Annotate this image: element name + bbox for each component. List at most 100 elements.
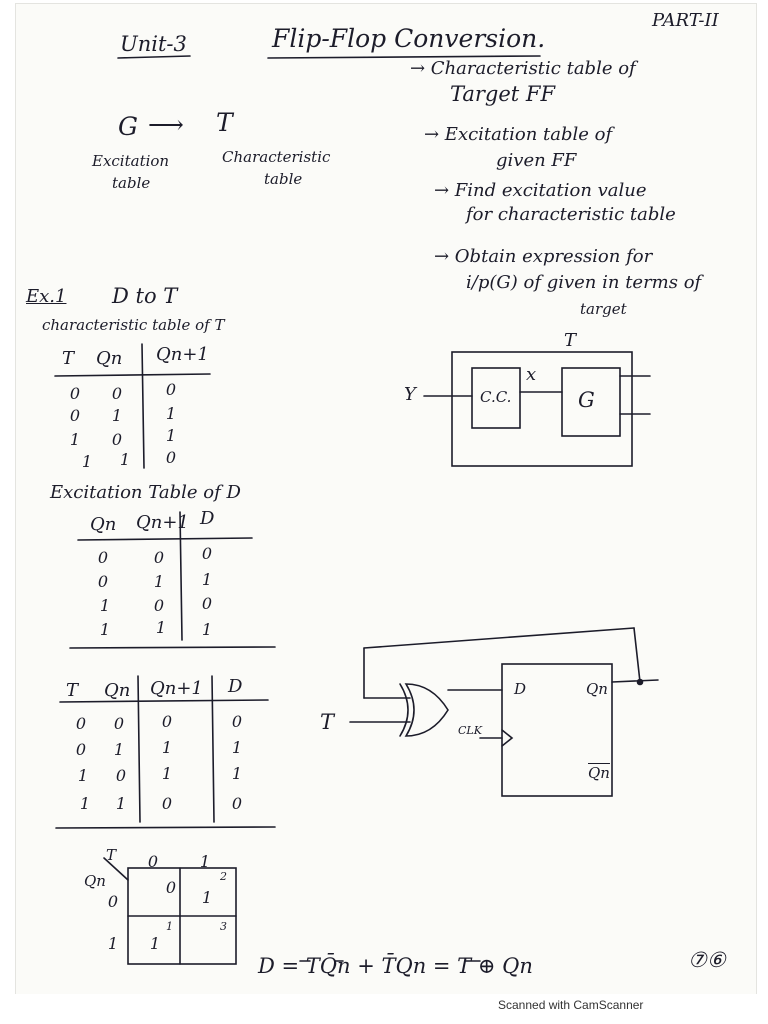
circuit-d-label: D — [514, 680, 527, 698]
feedback-top — [363, 627, 635, 649]
scanner-footer: Scanned with CamScanner — [0, 994, 768, 1024]
step-3-line-2: for characteristic table — [466, 204, 676, 225]
comb-r1-d: 1 — [231, 738, 243, 757]
comb-header-qn1: Qn+1 — [150, 678, 203, 699]
comb-r0-t: 0 — [75, 714, 87, 733]
char-r1-t: 0 — [69, 406, 81, 425]
char-r1-qn1: 1 — [165, 404, 177, 423]
step-1-line-2: Target FF — [450, 82, 556, 106]
exc-r3-d: 1 — [201, 620, 213, 639]
from-caption-2: table — [112, 174, 151, 192]
exc-table-vline — [179, 511, 183, 641]
to-caption-2: table — [264, 170, 303, 188]
comb-r1-qn: 1 — [113, 740, 125, 759]
xor-back-curve — [399, 683, 409, 737]
char-r0-t: 0 — [69, 384, 81, 403]
char-header-qn: Qn — [96, 348, 123, 369]
exc-r0-qn1: 0 — [153, 548, 165, 567]
from-caption-1: Excitation — [92, 152, 170, 170]
kmap-diagonal — [103, 857, 129, 881]
block-input-label: Y — [404, 384, 416, 405]
comb-r3-qn1: 0 — [161, 794, 173, 813]
char-table-title: characteristic table of T — [42, 316, 225, 334]
x-label: x — [526, 364, 537, 385]
exc-r1-qn1: 1 — [153, 572, 165, 591]
char-r3-qn1: 0 — [165, 448, 177, 467]
char-header-qn1: Qn+1 — [156, 344, 209, 365]
kmap-col-header-1: 1 — [199, 852, 211, 871]
exc-r3-qn1: 1 — [155, 618, 167, 637]
final-equation: D = TQ̄n + T̄Qn = T ⊕ Qn — [258, 954, 533, 978]
char-r2-qn: 0 — [111, 430, 123, 449]
comb-table-vline-1 — [137, 675, 141, 823]
cc-block — [471, 367, 521, 429]
exc-r0-d: 0 — [201, 544, 213, 563]
cc-label: C.C. — [480, 388, 512, 406]
feedback-right — [633, 627, 641, 683]
circuit-q-label: Qn — [586, 680, 608, 698]
step-4-line-2: i/p(G) of given in terms of — [466, 272, 702, 293]
exc-table-hline — [77, 537, 253, 541]
char-r0-qn1: 0 — [165, 380, 177, 399]
exc-header-d: D — [200, 508, 215, 529]
char-r3-qn: 1 — [119, 450, 131, 469]
exc-table-bottom-line — [69, 646, 276, 649]
unit-underline — [117, 55, 191, 59]
xor-gate — [404, 683, 449, 737]
step-1-line-1: → Characteristic table of — [410, 58, 636, 79]
block-outer — [451, 351, 633, 467]
page-number: ⑦⑥ — [688, 948, 726, 972]
exc-r1-qn: 0 — [97, 572, 109, 591]
comb-r0-d: 0 — [231, 712, 243, 731]
kmap-cell-10: 1 — [149, 934, 161, 953]
g-label: G — [578, 388, 595, 412]
example-title: D to T — [112, 284, 178, 308]
conv-to: T — [216, 108, 233, 137]
char-r2-t: 1 — [69, 430, 81, 449]
kmap-index-1: 1 — [166, 920, 173, 933]
scanner-watermark: Scanned with CamScanner — [498, 998, 644, 1012]
part-label: PART-II — [652, 10, 719, 31]
circuit-qbar-label: Qn — [588, 764, 610, 782]
char-r0-qn: 0 — [111, 384, 123, 403]
char-header-t: T — [62, 348, 75, 369]
comb-table-hline — [59, 699, 269, 703]
char-table-vline — [141, 343, 145, 469]
comb-header-d: D — [228, 676, 243, 697]
comb-table-vline-2 — [211, 675, 215, 823]
comb-r1-t: 0 — [75, 740, 87, 759]
comb-header-t: T — [66, 680, 79, 701]
example-label: Ex.1 — [26, 286, 67, 307]
comb-r2-d: 1 — [231, 764, 243, 783]
kmap-index-3: 3 — [220, 920, 227, 933]
exc-r1-d: 1 — [201, 570, 213, 589]
exc-header-qn: Qn — [90, 514, 117, 535]
junction-dot — [636, 678, 644, 686]
circuit-clk-label: CLK — [458, 724, 482, 737]
exc-r2-qn: 1 — [99, 596, 111, 615]
step-4-line-1: → Obtain expression for — [434, 246, 653, 267]
block-top-label: T — [564, 330, 577, 351]
kmap-row-header-1: 1 — [107, 934, 119, 953]
comb-r2-t: 1 — [77, 766, 89, 785]
exc-r3-qn: 1 — [99, 620, 111, 639]
comb-r0-qn: 0 — [113, 714, 125, 733]
exc-table-title: Excitation Table of D — [50, 482, 241, 503]
exc-r2-d: 0 — [201, 594, 213, 613]
comb-r2-qn: 0 — [115, 766, 127, 785]
exc-r2-qn1: 0 — [153, 596, 165, 615]
char-table-hline — [54, 373, 211, 377]
kmap-index-2: 2 — [220, 870, 227, 883]
conv-arrow: ⟶ — [148, 110, 184, 139]
comb-r3-d: 0 — [231, 794, 243, 813]
kmap-col-var: T — [106, 846, 117, 864]
comb-r2-qn1: 1 — [161, 764, 173, 783]
step-2-line-1: → Excitation table of — [424, 124, 613, 145]
char-r3-t: 1 — [81, 452, 93, 471]
exc-r0-qn: 0 — [97, 548, 109, 567]
exc-header-qn1: Qn+1 — [136, 512, 189, 533]
comb-r0-qn1: 0 — [161, 712, 173, 731]
q-output-line — [611, 679, 659, 683]
comb-r3-qn: 1 — [115, 794, 127, 813]
